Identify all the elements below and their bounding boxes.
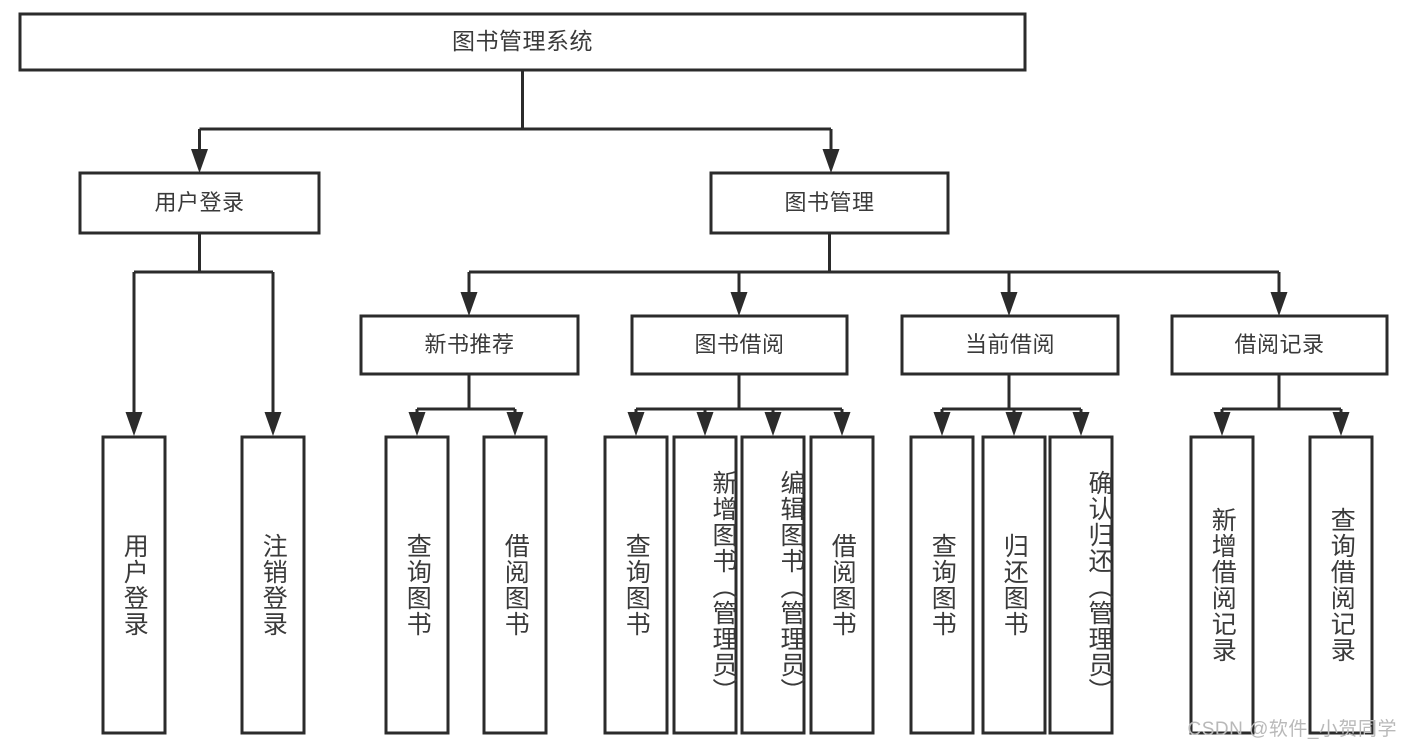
- connector-borrow-record-bus: [1220, 374, 1343, 421]
- node-book-borrow-box[interactable]: [630, 314, 849, 376]
- node-book-borrow-label: 图书借阅: [694, 332, 784, 357]
- arrow-to-leaf-add-record: [1213, 412, 1231, 436]
- leaf-layer: [101, 435, 1374, 735]
- connector-book-borrow-bus: [634, 374, 844, 421]
- leaf-return-book-box[interactable]: [981, 435, 1047, 735]
- arrow-to-leaf-add-book: [696, 412, 714, 436]
- arrow-to-leaf-logout: [264, 412, 282, 436]
- node-borrow-record-box[interactable]: [1170, 314, 1389, 376]
- node-book-manage[interactable]: 图书管理: [709, 171, 950, 235]
- arrow-to-leaf-query-book-3: [933, 412, 951, 436]
- arrow-to-leaf-confirm-return: [1072, 412, 1090, 436]
- node-current-borrow[interactable]: 当前借阅: [900, 314, 1120, 376]
- leaf-query-book-1-box[interactable]: [384, 435, 450, 735]
- arrow-to-leaf-edit-book: [764, 412, 782, 436]
- leaf-edit-book-box[interactable]: [740, 435, 806, 735]
- node-current-borrow-label: 当前借阅: [965, 332, 1055, 357]
- arrow-to-leaf-return-book: [1005, 412, 1023, 436]
- node-new-book-recommend-box[interactable]: [359, 314, 580, 376]
- node-user-login-box[interactable]: [78, 171, 321, 235]
- arrow-to-book-borrow: [730, 292, 748, 316]
- node-borrow-record-label: 借阅记录: [1234, 332, 1324, 357]
- leaf-logout-box[interactable]: [240, 435, 306, 735]
- node-borrow-record[interactable]: 借阅记录: [1170, 314, 1389, 376]
- node-root-box[interactable]: [18, 12, 1027, 72]
- node-book-borrow[interactable]: 图书借阅: [630, 314, 849, 376]
- connector-user-login-bus: [132, 233, 275, 420]
- arrow-to-leaf-query-record: [1332, 412, 1350, 436]
- arrow-to-user-login: [191, 149, 208, 173]
- node-book-manage-box[interactable]: [709, 171, 950, 235]
- leaf-query-book-3-box[interactable]: [909, 435, 975, 735]
- node-current-borrow-box[interactable]: [900, 314, 1120, 376]
- arrow-to-book-manage: [822, 149, 840, 173]
- node-root-label: 图书管理系统: [452, 28, 593, 54]
- arrow-to-borrow-record: [1270, 292, 1288, 316]
- arrow-to-leaf-borrow-book-1: [506, 412, 524, 436]
- leaf-add-record-box[interactable]: [1189, 435, 1255, 735]
- node-book-manage-label: 图书管理: [784, 190, 874, 215]
- node-root[interactable]: 图书管理系统: [18, 12, 1027, 72]
- arrow-to-leaf-query-book-1: [408, 412, 426, 436]
- node-new-book-recommend[interactable]: 新书推荐: [359, 314, 580, 376]
- arrow-to-leaf-borrow-book-2: [833, 412, 851, 436]
- leaf-borrow-book-1-box[interactable]: [482, 435, 548, 735]
- leaf-confirm-return-box[interactable]: [1048, 435, 1114, 735]
- node-user-login[interactable]: 用户登录: [78, 171, 321, 235]
- arrow-to-leaf-user-login: [125, 412, 143, 436]
- connector-layer: [125, 70, 1350, 436]
- connector-book-manage-bus: [467, 233, 1281, 300]
- connector-root-bus: [198, 70, 833, 156]
- arrow-to-leaf-query-book-2: [627, 412, 645, 436]
- leaf-user-login-box[interactable]: [101, 435, 167, 735]
- connector-new-book-recommend-bus: [415, 374, 517, 421]
- leaf-query-record-box[interactable]: [1308, 435, 1374, 735]
- leaf-borrow-book-2-box[interactable]: [809, 435, 875, 735]
- leaf-query-book-2-box[interactable]: [603, 435, 669, 735]
- arrow-to-current-borrow: [1000, 292, 1018, 316]
- watermark-text: CSDN @软件_小贺同学: [1187, 719, 1397, 740]
- leaf-add-book-box[interactable]: [672, 435, 738, 735]
- node-user-login-label: 用户登录: [154, 190, 244, 215]
- arrow-to-new-book-recommend: [460, 292, 478, 316]
- node-new-book-recommend-label: 新书推荐: [424, 332, 514, 357]
